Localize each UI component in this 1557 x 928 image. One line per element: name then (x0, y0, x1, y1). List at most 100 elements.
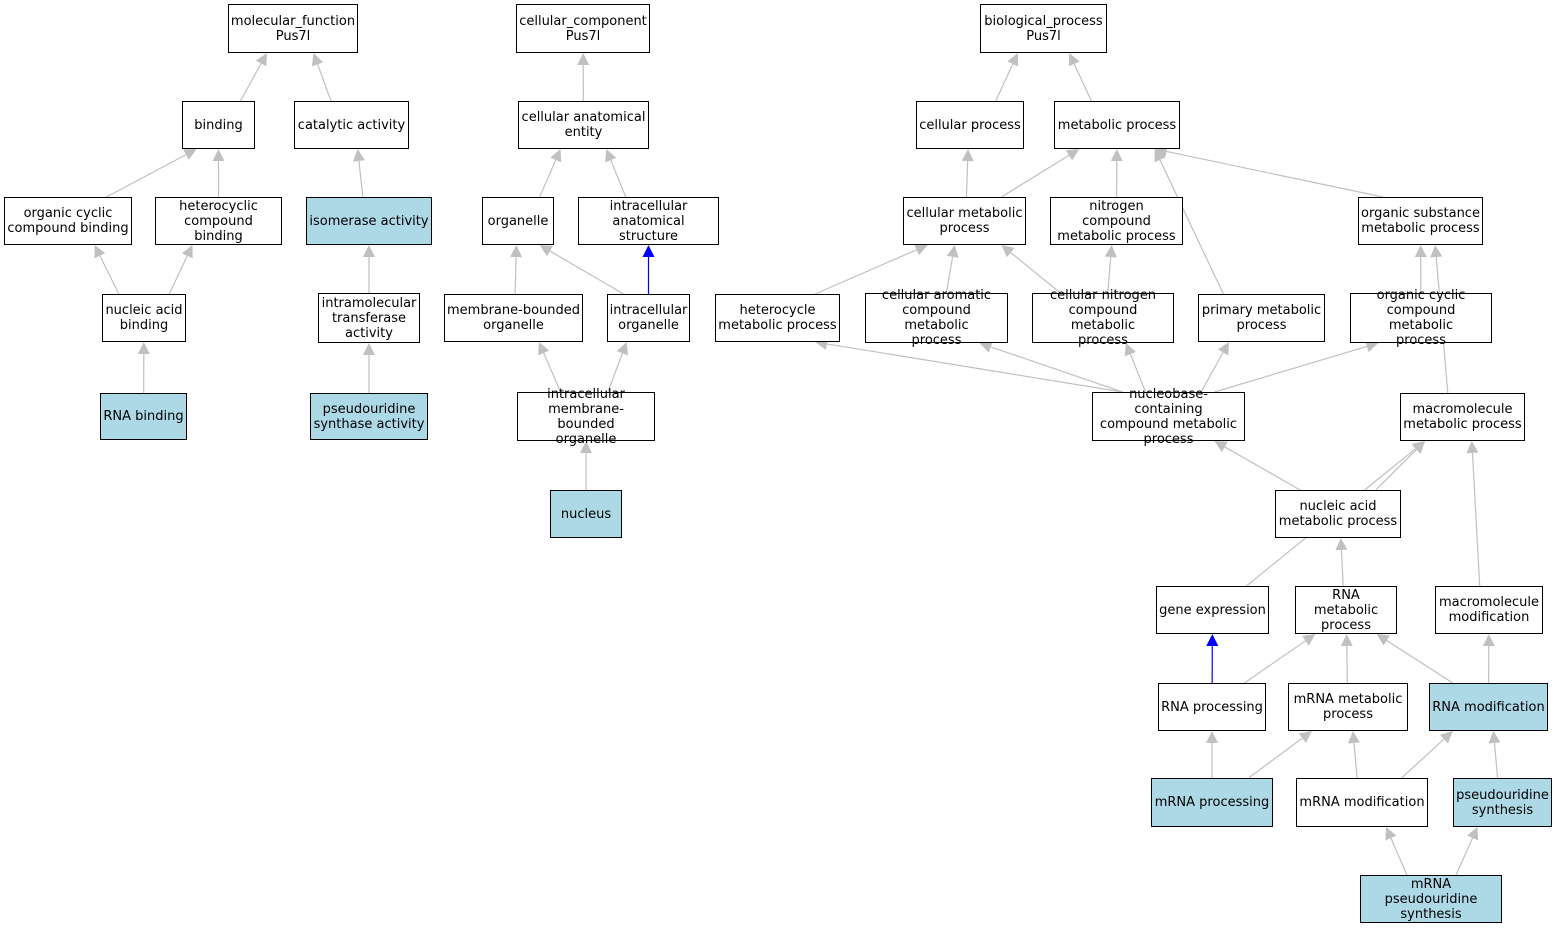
node-macromolecule-metabolic[interactable]: macromolecule metabolic process (1400, 393, 1525, 441)
arrowhead-organic_cyclic_metabolic-to-organic_substance (1414, 245, 1427, 258)
node-cae[interactable]: cellular anatomical entity (518, 101, 649, 149)
node-membrane-bounded[interactable]: membrane-bounded organelle (444, 294, 583, 342)
arrowhead-organic_cyclic_binding-to-binding (183, 149, 197, 160)
arrowhead-cellular_nitrogen-to-nitrogen_compound (1104, 245, 1117, 258)
edge-binding-to-mf (239, 63, 262, 102)
node-cellular-process[interactable]: cellular process (916, 101, 1024, 149)
edge-nucleobase-to-heterocycle (826, 343, 1123, 393)
node-organic-substance[interactable]: organic substance metabolic process (1358, 197, 1483, 245)
edge-isomerase-to-catalytic (358, 160, 364, 198)
arrowhead-rna_metabolic-to-nucleic_acid_metabolic (1335, 538, 1348, 551)
arrowhead-cellular_nitrogen-to-cellular_metabolic (1001, 245, 1015, 258)
arrowhead-isomerase-to-catalytic (352, 149, 365, 162)
node-rna-metabolic[interactable]: RNA metabolic process (1295, 586, 1397, 634)
arrowhead-cae-to-cc (577, 53, 590, 66)
node-macromolecule-modification[interactable]: macromolecule modification (1435, 586, 1543, 634)
edge-cellular_aromatic-to-cellular_metabolic (945, 256, 954, 294)
node-cellular-metabolic[interactable]: cellular metabolic process (903, 197, 1026, 245)
node-pseudouridine-synthesis[interactable]: pseudouridine synthesis (1453, 778, 1552, 827)
node-heterocycle[interactable]: heterocycle metabolic process (715, 294, 840, 342)
arrowhead-mrna_processing-to-rna_processing (1206, 731, 1218, 743)
arrowhead-nucleic_acid_binding-to-organic_cyclic_binding (94, 245, 106, 259)
node-intramolecular[interactable]: intramolecular transferase activity (318, 293, 420, 343)
edge-mrna_pseudouridine-to-mrna_modification (1390, 837, 1408, 876)
node-primary-metabolic[interactable]: primary metabolic process (1198, 294, 1325, 342)
arrowhead-nitrogen_compound-to-metabolic_process (1110, 149, 1123, 162)
node-intracellular-mbo[interactable]: intracellular membrane-bounded organelle (517, 387, 655, 447)
node-pseudouridine-synthase[interactable]: pseudouridine synthase activity (310, 393, 428, 440)
node-cc[interactable]: cellular_component Pus7l (516, 4, 650, 53)
edge-cellular_process-to-bp (995, 63, 1014, 102)
node-cellular-aromatic[interactable]: cellular aromatic compound metabolic pro… (865, 288, 1008, 348)
node-rna-processing[interactable]: RNA processing (1158, 683, 1266, 731)
edge-heterocycle-to-cellular_metabolic (814, 249, 917, 295)
node-mrna-processing[interactable]: mRNA processing (1151, 778, 1273, 827)
node-intracellular-organelle[interactable]: intracellular organelle (607, 294, 690, 342)
node-nucleobase[interactable]: nucleobase-containing compound metabolic… (1092, 387, 1245, 447)
edge-catalytic-to-mf (317, 64, 332, 102)
node-mf[interactable]: molecular_function Pus7l (228, 4, 358, 53)
node-bp[interactable]: biological_process Pus7l (980, 4, 1107, 53)
node-heterocyclic-binding[interactable]: heterocyclic compound binding (155, 197, 282, 245)
arrowhead-mrna_modification-to-rna_modification (1439, 731, 1453, 744)
node-nucleus[interactable]: nucleus (550, 490, 622, 538)
node-mrna-modification[interactable]: mRNA modification (1296, 778, 1428, 827)
node-rna-binding[interactable]: RNA binding (100, 393, 187, 440)
arrowhead-mrna_pseudouridine-to-mrna_modification (1385, 827, 1397, 841)
arrowhead-intracellular_mbo-to-intracellular_organelle (616, 342, 629, 356)
arrowhead-organelle-to-cae (550, 149, 562, 163)
edge-cellular_nitrogen-to-cellular_metabolic (1010, 252, 1061, 294)
arrowhead-nucleobase-to-primary_metabolic (1217, 342, 1229, 356)
arrowhead-nucleic_acid_metabolic-to-nucleobase (1214, 441, 1228, 453)
arrowhead-gene_expression-to-macromolecule_metabolic (1411, 441, 1425, 454)
arrowhead-cellular_metabolic-to-cellular_process (961, 149, 974, 162)
arrowhead-nucleobase-to-cellular_nitrogen (1124, 343, 1136, 357)
node-metabolic-process[interactable]: metabolic process (1054, 101, 1180, 149)
arrowhead-mrna_modification-to-mrna_metabolic (1347, 731, 1360, 744)
arrowhead-metabolic_process-to-bp (1068, 53, 1080, 67)
node-cellular-nitrogen[interactable]: cellular nitrogen compound metabolic pro… (1032, 288, 1174, 348)
arrowhead-macromolecule_modification-to-macromolecule_metabolic (1466, 441, 1479, 454)
arrowhead-intracellular_mbo-to-membrane_bounded (538, 342, 550, 356)
edge-membrane_bounded-to-organelle (514, 256, 517, 295)
arrowhead-mrna_processing-to-mrna_metabolic (1298, 731, 1312, 743)
arrowhead-nucleic_acid_binding-to-heterocyclic_binding (181, 245, 193, 259)
node-organic-cyclic-binding[interactable]: organic cyclic compound binding (4, 197, 132, 245)
edge-rna_processing-to-rna_metabolic (1244, 640, 1306, 684)
arrowhead-cellular_metabolic-to-metabolic_process (1065, 149, 1080, 161)
arrowhead-mrna_metabolic-to-rna_metabolic (1340, 634, 1353, 647)
node-isomerase[interactable]: isomerase activity (306, 197, 432, 245)
node-organic-cyclic-metabolic[interactable]: organic cyclic compound metabolic proces… (1350, 288, 1492, 348)
edge-intracellular_organelle-to-organelle (549, 250, 624, 295)
edge-nucleobase-to-cellular_nitrogen (1129, 353, 1147, 393)
node-mrna-metabolic[interactable]: mRNA metabolic process (1288, 683, 1408, 731)
arrowhead-membrane_bounded-to-organelle (510, 245, 523, 258)
edge-rna_metabolic-to-nucleic_acid_metabolic (1340, 549, 1344, 587)
edge-intracellular_mbo-to-membrane_bounded (543, 352, 562, 393)
edge-nucleobase-to-organic_cyclic_metabolic (1214, 345, 1368, 393)
arrowhead-nucleus-to-intracellular_mbo (580, 441, 592, 453)
node-rna-modification[interactable]: RNA modification (1429, 683, 1548, 731)
node-catalytic[interactable]: catalytic activity (294, 101, 409, 149)
edge-mrna_pseudouridine-to-pseudouridine_synthesis (1455, 837, 1474, 876)
node-intracellular-structure[interactable]: intracellular anatomical structure (578, 197, 719, 245)
edge-nucleic_acid_binding-to-heterocyclic_binding (168, 255, 188, 295)
node-organelle[interactable]: organelle (482, 197, 554, 245)
arrowhead-heterocycle-to-cellular_metabolic (914, 244, 928, 256)
node-binding[interactable]: binding (182, 101, 255, 149)
edge-cellular_metabolic-to-cellular_process (965, 160, 969, 198)
node-gene-expression[interactable]: gene expression (1156, 586, 1269, 634)
edge-cellular_nitrogen-to-nitrogen_compound (1107, 256, 1112, 294)
edge-intracellular_mbo-to-intracellular_organelle (607, 353, 623, 393)
node-nitrogen-compound[interactable]: nitrogen compound metabolic process (1050, 197, 1183, 245)
arrowhead-rna_binding-to-nucleic_acid_binding (137, 342, 150, 355)
node-mrna-pseudouridine[interactable]: mRNA pseudouridine synthesis (1360, 875, 1502, 923)
edge-organelle-to-cae (539, 159, 557, 198)
arrowhead-rna_modification-to-macromolecule_modification (1482, 634, 1495, 647)
edge-nucleobase-to-cellular_aromatic (990, 346, 1123, 393)
node-nucleic-acid-binding[interactable]: nucleic acid binding (102, 294, 186, 342)
node-nucleic-acid-metabolic[interactable]: nucleic acid metabolic process (1275, 490, 1401, 538)
arrowhead-macromolecule_metabolic-to-organic_substance (1430, 245, 1443, 258)
arrowhead-cellular_process-to-bp (1007, 53, 1019, 67)
